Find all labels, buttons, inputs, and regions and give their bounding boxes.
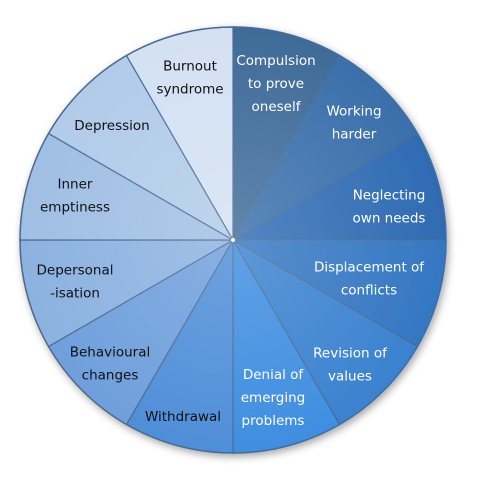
stage-label-line: harder [332,127,377,143]
stage-label-line: Behavioural [70,345,151,361]
stage-label-6: Denial of emerging problems [241,367,306,429]
stage-label-line: emptiness [40,200,110,216]
stage-label-line: Working [326,104,381,120]
stage-label-line: Compulsion [236,53,315,69]
stage-label-7: Withdrawal [145,409,221,425]
stage-label-4: Displacement of conflicts [314,260,425,299]
stage-label-line: conflicts [341,283,397,299]
stage-label-12: Burnout syndrome [156,59,223,98]
stage-label-line: values [328,369,372,385]
wheel-rim [19,26,447,454]
stage-label-5: Revision of values [313,346,388,385]
stage-label-line: Burnout [163,59,217,75]
stage-label-line: Withdrawal [145,409,221,425]
stage-label-line: Revision of [313,346,388,362]
stage-label-line: own needs [353,211,426,227]
stage-label-line: problems [242,413,305,429]
stage-label-line: oneself [252,99,302,115]
stage-label-line: syndrome [156,82,223,98]
stage-label-line: emerging [241,390,306,406]
stage-label-line: Denial of [243,367,305,383]
stage-label-3: Neglecting own needs [353,188,426,227]
stage-label-line: Depression [74,118,149,134]
stage-label-1: Compulsion to prove oneself [236,53,315,115]
stage-label-line: Depersonal [37,263,114,279]
stage-label-line: Inner [58,177,93,193]
stage-label-8: Behavioural changes [70,345,151,384]
wheel-hub [231,238,235,242]
stage-label-2: Working harder [326,104,381,143]
stage-label-line: changes [82,368,139,384]
stage-label-line: Displacement of [314,260,425,276]
stage-label-line: to prove [248,76,304,92]
stage-label-10: Inner emptiness [40,177,110,216]
stage-label-9: Depersonal -isation [37,263,114,302]
stage-label-line: -isation [50,286,100,302]
stage-label-11: Depression [74,118,149,134]
stage-label-line: Neglecting [353,188,426,204]
